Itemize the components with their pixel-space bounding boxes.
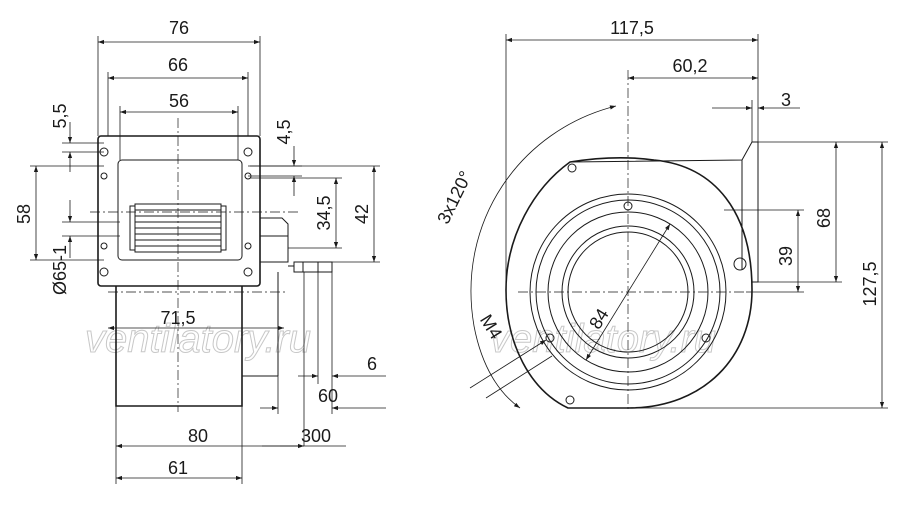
cable-stub bbox=[293, 261, 333, 273]
dim-6: 6 bbox=[367, 354, 377, 374]
dim-68: 68 bbox=[814, 208, 834, 228]
dim-60-2: 60,2 bbox=[672, 56, 707, 76]
dim-3: 3 bbox=[781, 90, 791, 110]
terminal-box bbox=[260, 217, 289, 263]
watermark-left: ventilatory.ru bbox=[85, 317, 311, 361]
dim-3x120: 3x120° bbox=[433, 168, 476, 227]
dim-58: 58 bbox=[14, 204, 34, 224]
dim-71-5: 71,5 bbox=[160, 308, 195, 328]
dim-34-5: 34,5 bbox=[314, 195, 334, 230]
dim-80: 80 bbox=[188, 426, 208, 446]
mounting-flange bbox=[97, 135, 261, 287]
dim-65: Ø65-1 bbox=[50, 245, 70, 295]
dim-76: 76 bbox=[169, 18, 189, 38]
dim-39: 39 bbox=[776, 246, 796, 266]
dim-42: 42 bbox=[352, 204, 372, 224]
dim-300: 300 bbox=[301, 426, 331, 446]
dim-117-5: 117,5 bbox=[610, 18, 654, 38]
front-view: 76 66 56 5,5 58 Ø65-1 4,5 34,5 bbox=[14, 18, 386, 484]
dim-60: 60 bbox=[318, 386, 338, 406]
dim-127-5: 127,5 bbox=[860, 261, 880, 306]
dim-61: 61 bbox=[168, 458, 188, 478]
dim-56: 56 bbox=[169, 91, 189, 111]
dim-4-5: 4,5 bbox=[274, 119, 294, 144]
outlet-flange bbox=[569, 141, 759, 283]
motor-housing bbox=[117, 159, 243, 261]
dim-66: 66 bbox=[168, 55, 188, 75]
dim-5-5: 5,5 bbox=[50, 103, 70, 128]
mounting-holes bbox=[99, 147, 253, 277]
volute-housing bbox=[505, 157, 753, 409]
